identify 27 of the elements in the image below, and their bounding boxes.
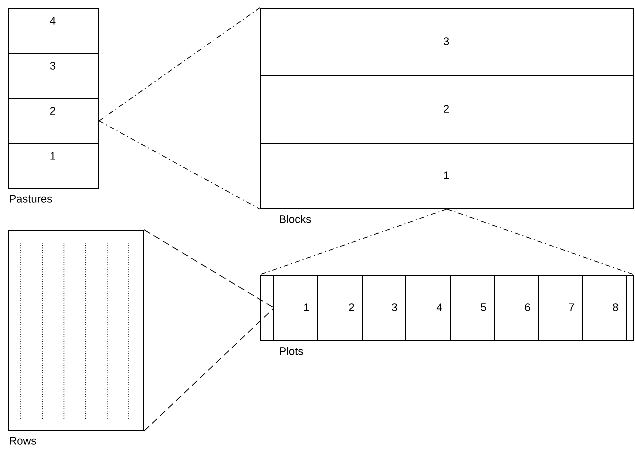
plot-cell: 3: [362, 275, 406, 342]
zoom-line: [98, 120, 260, 210]
zoom-line: [98, 8, 260, 122]
group-label: Plots: [280, 347, 304, 356]
plot-cell: [626, 275, 634, 342]
group-label: Pastures: [10, 195, 52, 203]
plot-cell: 2: [317, 275, 364, 342]
plot-cell: [260, 275, 274, 342]
pasture-cell: 4: [8, 8, 100, 54]
zoom-line: [144, 230, 275, 309]
block-cell: 3: [260, 8, 634, 76]
plot-cell: 4: [405, 275, 452, 342]
zoom-line: [446, 208, 635, 276]
zoom-line: [260, 208, 448, 276]
group-label: Rows: [10, 437, 36, 445]
block-cell: 2: [260, 75, 634, 144]
block-cell: 1: [260, 143, 634, 210]
zoom-line: [144, 308, 275, 432]
plot-cell: 6: [494, 275, 540, 342]
pasture-cell: 2: [8, 98, 100, 144]
plot-cell: 8: [582, 275, 628, 342]
plot-cell: 5: [450, 275, 496, 342]
group-label: Blocks: [280, 215, 312, 224]
pasture-cell: 1: [8, 143, 100, 190]
plot-cell: 1: [273, 275, 318, 342]
plot-cell: 7: [538, 275, 584, 342]
pasture-cell: 3: [8, 53, 100, 100]
